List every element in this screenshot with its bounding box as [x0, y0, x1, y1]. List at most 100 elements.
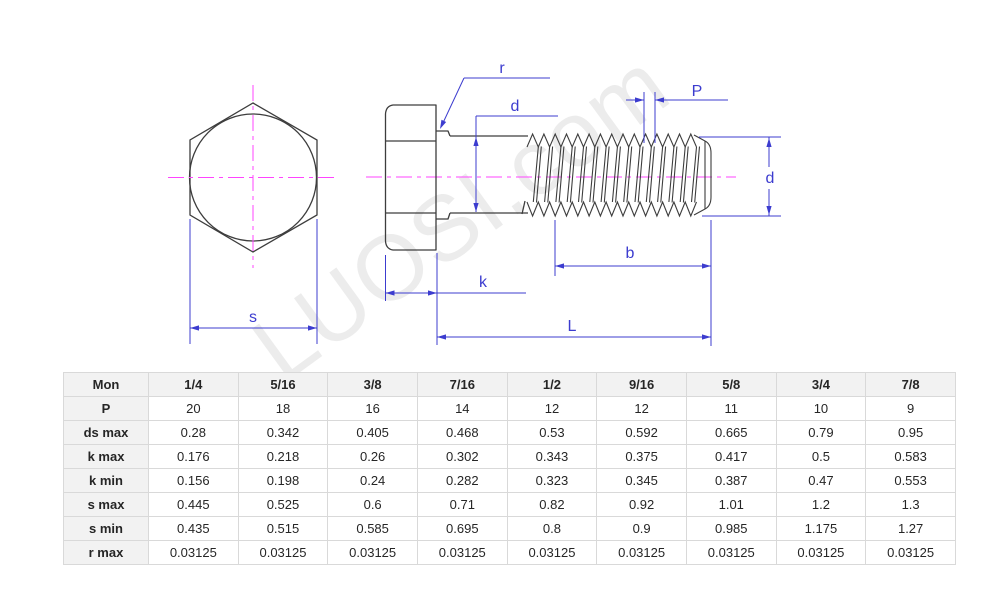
- dimension-d-thread-arrows: [766, 138, 772, 215]
- hexagon-outline: [189, 102, 318, 253]
- column-header: 7/8: [865, 372, 956, 397]
- column-header: 1/2: [506, 372, 598, 397]
- table-cell: 0.387: [685, 468, 777, 493]
- thread-flank-lines: [532, 146, 701, 203]
- table-cell: 0.03125: [865, 540, 956, 565]
- dimension-k-arrows: [385, 290, 437, 296]
- table-cell: 0.47: [775, 468, 867, 493]
- table-cell: 0.24: [327, 468, 418, 493]
- table-cell: 0.8: [506, 516, 598, 541]
- table-cell: 0.405: [327, 420, 418, 445]
- dimension-b-arrows: [555, 263, 711, 269]
- table-cell: 20: [148, 396, 239, 421]
- row-label: k max: [63, 444, 149, 469]
- dimension-b: [554, 220, 712, 346]
- table-cell: 0.82: [506, 492, 598, 517]
- table-cell: 0.95: [865, 420, 956, 445]
- front-view-centerlines: [168, 85, 338, 268]
- table-cell: 11: [685, 396, 777, 421]
- table-cell: 0.515: [237, 516, 329, 541]
- table-cell: 0.343: [506, 444, 598, 469]
- table-cell: 1.01: [685, 492, 777, 517]
- underhead-step-bottom: [436, 212, 451, 220]
- label-d-thread: d: [766, 170, 775, 187]
- column-header-label: Mon: [63, 372, 149, 397]
- table-cell: 0.79: [775, 420, 867, 445]
- dimension-d-shank: [475, 115, 558, 212]
- table-cell: 0.03125: [506, 540, 598, 565]
- row-label: r max: [63, 540, 149, 565]
- table-cell: 0.03125: [685, 540, 777, 565]
- table-cell: 1.27: [865, 516, 956, 541]
- label-p: P: [692, 83, 703, 100]
- label-s: s: [249, 309, 257, 326]
- dimension-r: [441, 77, 550, 126]
- dimension-l-arrows: [437, 334, 711, 340]
- table-cell: 0.342: [237, 420, 329, 445]
- table-cell: 0.468: [416, 420, 508, 445]
- label-r: r: [499, 60, 505, 77]
- row-label: s min: [63, 516, 149, 541]
- column-header: 7/16: [416, 372, 508, 397]
- table-cell: 0.156: [148, 468, 239, 493]
- label-l: L: [568, 318, 577, 335]
- table-cell: 0.53: [506, 420, 598, 445]
- table-cell: 0.28: [148, 420, 239, 445]
- dimension-s: [189, 219, 318, 344]
- dimension-r-arrow: [440, 119, 447, 129]
- table-cell: 0.323: [506, 468, 598, 493]
- table-cell: 0.665: [685, 420, 777, 445]
- row-label: ds max: [63, 420, 149, 445]
- label-d-shank: d: [511, 98, 520, 115]
- table-cell: 1.2: [775, 492, 867, 517]
- table-cell: 0.525: [237, 492, 329, 517]
- bolt-drawing: s r d: [168, 60, 781, 346]
- table-cell: 0.583: [865, 444, 956, 469]
- table-cell: 0.985: [685, 516, 777, 541]
- table-cell: 12: [596, 396, 687, 421]
- thread-runout-line: [521, 200, 526, 215]
- label-b: b: [626, 245, 635, 262]
- table-cell: 0.218: [237, 444, 329, 469]
- table-cell: 0.695: [416, 516, 508, 541]
- table-cell: 0.5: [775, 444, 867, 469]
- column-header: 5/8: [685, 372, 777, 397]
- dimension-d-shank-arrows: [473, 137, 479, 212]
- table-cell: 0.435: [148, 516, 239, 541]
- column-header: 3/8: [327, 372, 418, 397]
- table-cell: 0.71: [416, 492, 508, 517]
- table-cell: 0.03125: [596, 540, 687, 565]
- table-cell: 0.282: [416, 468, 508, 493]
- table-cell: 14: [416, 396, 508, 421]
- table-cell: 0.445: [148, 492, 239, 517]
- row-label: P: [63, 396, 149, 421]
- column-header: 1/4: [148, 372, 239, 397]
- table-cell: 0.553: [865, 468, 956, 493]
- table-cell: 0.03125: [775, 540, 867, 565]
- thread-crest-zigzag: [526, 132, 698, 218]
- column-header: 5/16: [237, 372, 329, 397]
- table-cell: 0.302: [416, 444, 508, 469]
- row-label: s max: [63, 492, 149, 517]
- label-k: k: [479, 274, 488, 291]
- table-cell: 0.9: [596, 516, 687, 541]
- dimension-s-arrows: [190, 325, 317, 331]
- table-cell: 0.585: [327, 516, 418, 541]
- table-cell: 0.03125: [327, 540, 418, 565]
- bolt-outline: [384, 104, 528, 251]
- table-cell: 0.6: [327, 492, 418, 517]
- table-cell: 9: [865, 396, 956, 421]
- underhead-step-top: [436, 130, 451, 137]
- table-cell: 0.345: [596, 468, 687, 493]
